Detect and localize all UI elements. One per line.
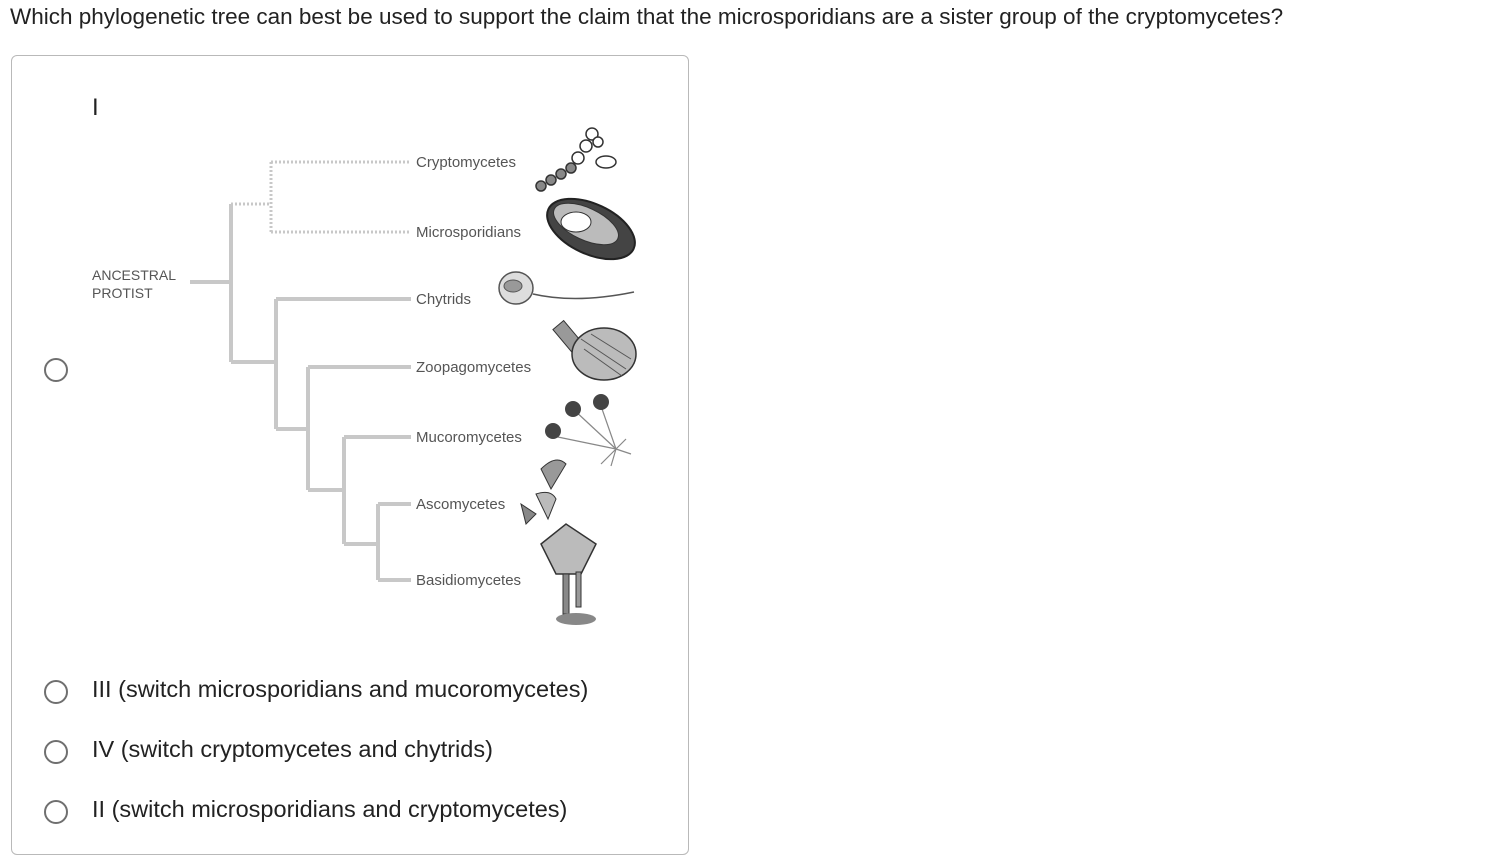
chytrids-illustration xyxy=(498,271,635,305)
taxon-label: Cryptomycetes xyxy=(416,154,516,171)
option-1-label[interactable]: I xyxy=(92,94,99,121)
taxon-label: Ascomycetes xyxy=(416,496,505,513)
question-text: Which phylogenetic tree can best be used… xyxy=(10,4,1284,29)
cryptomycetes-illustration xyxy=(535,127,617,192)
option-3-label[interactable]: IV (switch cryptomycetes and chytrids) xyxy=(92,736,493,762)
phylogenetic-tree-figure: ANCESTRAL PROTIST C xyxy=(92,127,637,625)
option-1-radio[interactable] xyxy=(44,358,68,382)
root-label-line2: PROTIST xyxy=(92,285,153,301)
option-4-radio[interactable] xyxy=(44,800,68,824)
option-4-label[interactable]: II (switch microsporidians and cryptomyc… xyxy=(92,796,568,822)
basidiomycetes-illustration xyxy=(540,523,597,625)
option-2-label[interactable]: III (switch microsporidians and mucoromy… xyxy=(92,676,589,702)
taxon-label: Basidiomycetes xyxy=(416,572,521,589)
option-2-radio[interactable] xyxy=(44,680,68,704)
microsporidians-illustration xyxy=(546,197,636,261)
taxon-label: Zoopagomycetes xyxy=(416,359,531,376)
zoopagomycetes-illustration xyxy=(552,319,637,381)
ascomycetes-illustration xyxy=(520,459,567,525)
taxon-label: Mucoromycetes xyxy=(416,429,522,446)
answer-options-box: I ANCESTRAL PROTIST xyxy=(11,55,689,855)
taxon-label: Microsporidians xyxy=(416,224,521,241)
taxon-label: Chytrids xyxy=(416,291,471,308)
mucoromycetes-illustration xyxy=(545,394,632,467)
option-3-radio[interactable] xyxy=(44,740,68,764)
root-label-line1: ANCESTRAL xyxy=(92,267,176,283)
